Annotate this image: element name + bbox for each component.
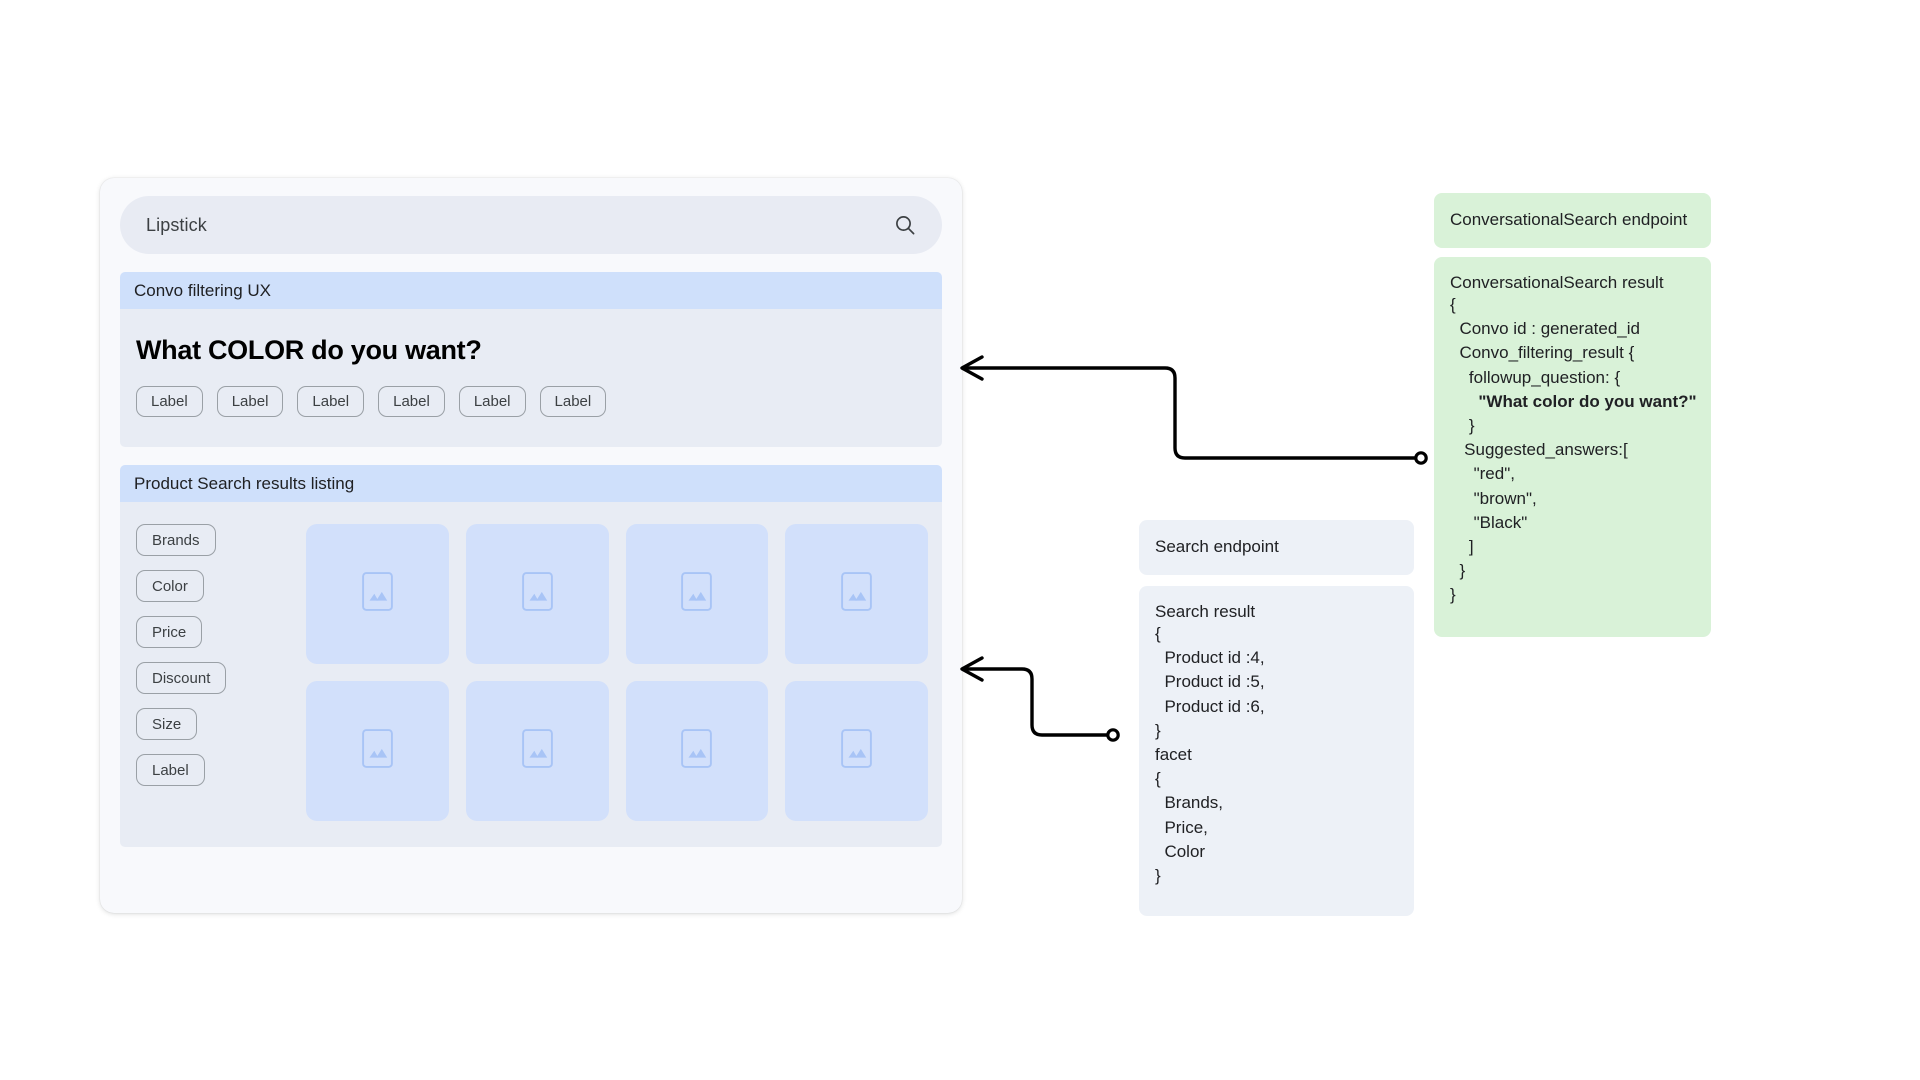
image-placeholder-icon	[362, 572, 393, 616]
convo-filtering-body: What COLOR do you want? Label Label Labe…	[120, 309, 942, 447]
suggested-answer-chip[interactable]: Label	[378, 386, 445, 417]
suggested-answer-chip[interactable]: Label	[539, 386, 607, 417]
product-card[interactable]	[785, 681, 928, 821]
facet-chip-label[interactable]: Label	[136, 754, 205, 786]
conversational-search-endpoint-panel: ConversationalSearch endpoint	[1434, 193, 1711, 248]
product-card[interactable]	[785, 524, 928, 664]
search-result-line: Brands,	[1155, 793, 1224, 813]
product-search-mock-window: Lipstick Convo filtering UX What COLOR d…	[100, 178, 962, 913]
image-placeholder-icon	[841, 729, 872, 773]
search-endpoint-panel: Search endpoint	[1139, 520, 1414, 575]
image-placeholder-icon	[362, 729, 393, 773]
search-result-title: Search result	[1155, 602, 1256, 621]
followup-question-text: What COLOR do you want?	[136, 335, 482, 365]
search-result-line: Price,	[1155, 817, 1208, 837]
search-bar[interactable]: Lipstick	[120, 196, 942, 254]
image-placeholder-icon	[521, 729, 553, 773]
conversational-search-result-line: }	[1450, 416, 1475, 436]
product-card[interactable]	[625, 524, 769, 664]
suggested-answer-chip[interactable]: Label	[216, 386, 284, 417]
search-result-line: {	[1155, 769, 1161, 789]
conversational-search-result-line: "Black"	[1450, 512, 1528, 532]
conversational-search-result-line: Convo id : generated_id	[1450, 319, 1640, 339]
facet-chip-brands[interactable]: Brands	[136, 524, 216, 556]
image-placeholder-icon	[681, 572, 713, 616]
facet-filter-column: Brands Color Price Discount Size Label	[136, 524, 296, 821]
section-header-product-listing: Product Search results listing	[120, 465, 942, 502]
suggested-answer-chip[interactable]: Label	[458, 386, 526, 417]
search-result-line: facet	[1155, 745, 1192, 765]
conversational-search-result-line: followup_question: {	[1450, 367, 1621, 387]
product-card[interactable]	[465, 524, 609, 664]
suggested-answer-chip[interactable]: Label	[297, 386, 365, 417]
conversational-search-result-line: Suggested_answers:[	[1450, 440, 1628, 460]
connector-search-result-to-product-listing	[960, 656, 1120, 742]
facet-chip-size[interactable]: Size	[136, 708, 198, 740]
search-result-line: }	[1155, 866, 1161, 886]
product-card[interactable]	[625, 681, 769, 821]
section-product-listing: Product Search results listing Brands Co…	[120, 465, 942, 847]
suggested-answer-chip-row: Label Label Label Label Label Label	[136, 386, 926, 417]
facet-chip-discount[interactable]: Discount	[136, 662, 227, 694]
conversational-search-result-panel: ConversationalSearch result { Convo id :…	[1434, 257, 1711, 637]
conversational-search-result-line: }	[1450, 561, 1466, 581]
conversational-search-result-line: "brown",	[1450, 488, 1537, 508]
product-listing-body: Brands Color Price Discount Size Label	[120, 502, 942, 847]
search-result-line: }	[1155, 720, 1161, 740]
image-placeholder-icon	[841, 572, 872, 616]
connector-convo-result-to-convo-section	[960, 355, 1428, 465]
product-card[interactable]	[306, 681, 449, 821]
conversational-search-result-title: ConversationalSearch result	[1450, 273, 1664, 292]
search-endpoint-title: Search endpoint	[1155, 537, 1279, 556]
conversational-search-result-line: {	[1450, 295, 1456, 314]
section-header-label: Convo filtering UX	[134, 280, 272, 300]
search-result-panel: Search result { Product id :4, Product i…	[1139, 586, 1414, 916]
conversational-search-endpoint-title: ConversationalSearch endpoint	[1450, 210, 1688, 229]
search-result-line: {	[1155, 624, 1161, 643]
facet-chip-price[interactable]: Price	[136, 616, 203, 648]
section-convo-filtering: Convo filtering UX What COLOR do you wan…	[120, 272, 942, 447]
search-result-body: { Product id :4, Product id :5, Product …	[1155, 622, 1398, 888]
suggested-answer-chip[interactable]: Label	[136, 386, 203, 417]
search-result-line: Product id :4,	[1155, 648, 1265, 668]
product-card[interactable]	[306, 524, 449, 664]
conversational-search-result-line: "What color do you want?"	[1450, 391, 1697, 411]
search-result-line: Color	[1155, 841, 1206, 861]
image-placeholder-icon	[521, 572, 553, 616]
section-header-label: Product Search results listing	[134, 473, 355, 493]
conversational-search-result-line: "red",	[1450, 464, 1515, 484]
product-results-grid	[306, 524, 928, 821]
image-placeholder-icon	[681, 729, 713, 773]
conversational-search-result-line: }	[1450, 585, 1456, 605]
search-result-line: Product id :5,	[1155, 672, 1265, 692]
conversational-search-result-line: ]	[1450, 537, 1474, 557]
section-header-convo-filtering: Convo filtering UX	[120, 272, 942, 309]
search-input[interactable]: Lipstick	[146, 214, 207, 235]
conversational-search-result-line: Convo_filtering_result {	[1450, 343, 1635, 363]
conversational-search-result-body: { Convo id : generated_id Convo_filterin…	[1450, 293, 1697, 608]
product-card[interactable]	[465, 681, 609, 821]
facet-chip-color[interactable]: Color	[136, 570, 204, 602]
search-icon[interactable]	[892, 212, 918, 238]
search-result-line: Product id :6,	[1155, 696, 1265, 716]
